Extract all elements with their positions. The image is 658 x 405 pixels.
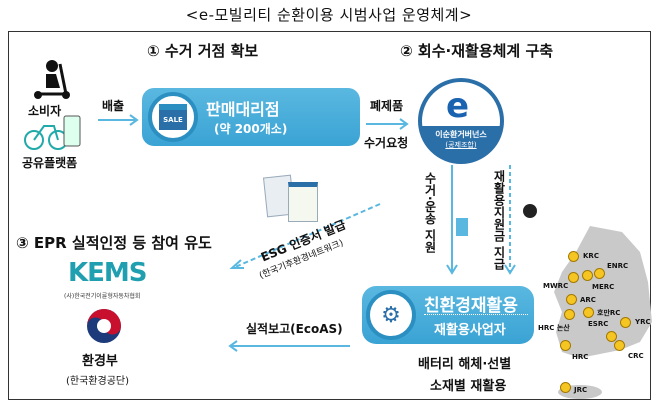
money-bag-icon <box>523 204 537 218</box>
scooter-icon <box>34 60 70 99</box>
page-title: <e-모빌리티 순환이용 시범사업 운영체계> <box>185 6 473 24</box>
e-logo-icon: e <box>446 86 470 126</box>
subsidy-label: 재활용지원금 지급 <box>492 170 506 271</box>
pickup-label: 수거요청 <box>364 136 409 150</box>
store-icon: SALE <box>148 92 198 142</box>
recycler-title: 친환경재활용 <box>424 296 518 316</box>
diagram-frame <box>8 31 651 400</box>
kems-logo: KEMS <box>68 258 148 288</box>
dealer-sub: (약 200개소) <box>214 122 288 136</box>
discharge-arrow <box>98 114 139 126</box>
esg-arrow <box>229 203 381 269</box>
dealer-title: 판매대리점 <box>206 100 280 119</box>
certificate-image-2 <box>288 182 318 222</box>
ministry-sub: (한국환경공단) <box>66 376 130 387</box>
process-1: 배터리 해체·선별 <box>418 357 512 372</box>
ministry-emblem-icon <box>87 309 121 343</box>
gear-icon: ⚙ <box>366 290 416 340</box>
truck-icon <box>456 218 468 236</box>
ministry-name: 환경부 <box>82 354 118 369</box>
discharge-label: 배출 <box>102 99 125 113</box>
section-3-title: ③ EPR 실적인정 등 참여 유도 <box>16 234 212 252</box>
pickup-arrow <box>366 118 409 130</box>
flow-lines <box>446 165 516 275</box>
kems-sub: (사)한국전기이륜형자동차협회 <box>64 293 141 300</box>
platform-label: 공유플랫폼 <box>22 156 78 170</box>
governance-logo: e 이순환거버넌스 (공제조합) <box>418 78 504 164</box>
recycler-sub: 재활용사업자 <box>434 323 506 338</box>
report-label: 실적보고(EcoAS) <box>246 322 343 336</box>
section-2-title: ② 회수·재활용체계 구축 <box>400 42 554 60</box>
shared-bike-icon <box>24 115 81 150</box>
transport-support-label: 수거·운송 지원 <box>423 172 437 253</box>
report-arrow <box>228 340 350 352</box>
process-2: 소재별 재활용 <box>430 379 507 394</box>
consumer-label: 소비자 <box>28 104 62 118</box>
waste-label: 폐제품 <box>370 99 404 113</box>
section-1-title: ① 수거 거점 확보 <box>147 42 259 60</box>
